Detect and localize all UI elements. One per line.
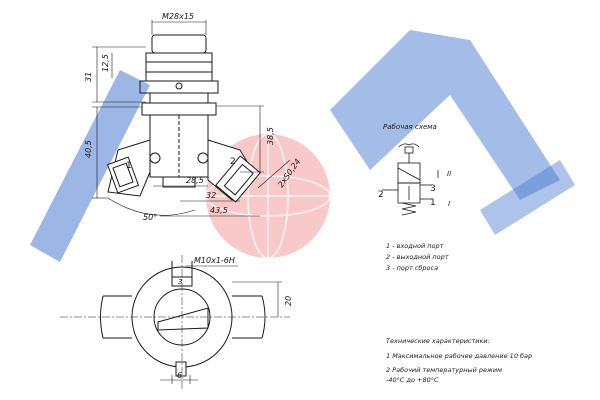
scheme-label-1: 1 bbox=[430, 198, 436, 208]
specs-title: Технические характеристики: bbox=[386, 337, 490, 345]
spec-item-1: 1 Максимальное рабочее давление 10 бар bbox=[386, 352, 532, 360]
port-label-2: 2 bbox=[230, 157, 236, 167]
dim-43-5: 43,5 bbox=[210, 206, 228, 215]
dim-12-5: 12,5 bbox=[101, 54, 110, 72]
spec-item-3: -40°С до +80°С bbox=[386, 376, 439, 384]
bottom-slot bbox=[157, 307, 209, 331]
dim-6: 6 bbox=[177, 371, 182, 380]
dim-angle-50: 50° bbox=[143, 213, 157, 222]
scheme-spring bbox=[401, 202, 417, 216]
port-legend: 1 - входной порт 2 - выходной порт 3 - п… bbox=[386, 242, 449, 272]
scheme-title: Рабочая схема bbox=[383, 123, 437, 131]
right-port bbox=[207, 139, 261, 203]
left-port bbox=[106, 139, 151, 197]
dim-thread-top: M28x15 bbox=[162, 12, 194, 21]
tech-specs: Технические характеристики: 1 Максимальн… bbox=[386, 337, 532, 384]
scheme-label-ii: II bbox=[447, 170, 451, 178]
scheme-label-3: 3 bbox=[430, 184, 436, 194]
working-scheme bbox=[382, 143, 439, 216]
bottom-view-dimension-labels: M10x1-6H 20 6 3 bbox=[177, 256, 293, 380]
top-view-dimensions bbox=[92, 20, 291, 217]
legend-item-3: 3 - порт сброса bbox=[386, 264, 438, 272]
scheme-valve-box-bottom bbox=[397, 182, 421, 204]
bottom-port-label-3: 3 bbox=[178, 278, 182, 286]
port-label-1: 1 bbox=[126, 161, 132, 171]
dim-31: 31 bbox=[84, 72, 93, 82]
bottom-view bbox=[60, 255, 290, 390]
dim-40-5: 40,5 bbox=[84, 140, 93, 158]
cap-body bbox=[145, 52, 213, 82]
scheme-label-i: I bbox=[448, 200, 450, 208]
center-screw bbox=[175, 82, 183, 90]
dim-thread-m10: M10x1-6H bbox=[194, 256, 235, 265]
scheme-label-2: 2 bbox=[378, 190, 384, 200]
scheme-valve-box-top bbox=[397, 162, 421, 184]
top-cap bbox=[151, 34, 207, 54]
top-view-dimension-labels: M28x15 31 12,5 40,5 38,5 28,5 32 43,5 50… bbox=[84, 12, 302, 222]
scheme-labels: Рабочая схема II 2 3 1 I bbox=[378, 123, 451, 208]
flange bbox=[141, 102, 217, 116]
watermark-blue-swoosh-left bbox=[30, 70, 150, 262]
dim-20: 20 bbox=[284, 296, 293, 306]
dim-28-5: 28,5 bbox=[186, 176, 204, 185]
dim-38-5: 38,5 bbox=[266, 127, 275, 145]
spec-item-2: 2 Рабочий температурный режим bbox=[386, 366, 502, 374]
top-view bbox=[106, 34, 261, 203]
legend-item-2: 2 - выходной порт bbox=[386, 253, 449, 261]
dim-32: 32 bbox=[206, 191, 216, 200]
watermark-blue-bar bbox=[480, 160, 575, 235]
bottom-pipe bbox=[100, 295, 266, 339]
watermark-blue-swoosh-right bbox=[330, 30, 560, 200]
neck bbox=[149, 92, 209, 104]
legend-item-1: 1 - входной порт bbox=[386, 242, 444, 250]
bottom-view-dimensions bbox=[160, 265, 282, 384]
